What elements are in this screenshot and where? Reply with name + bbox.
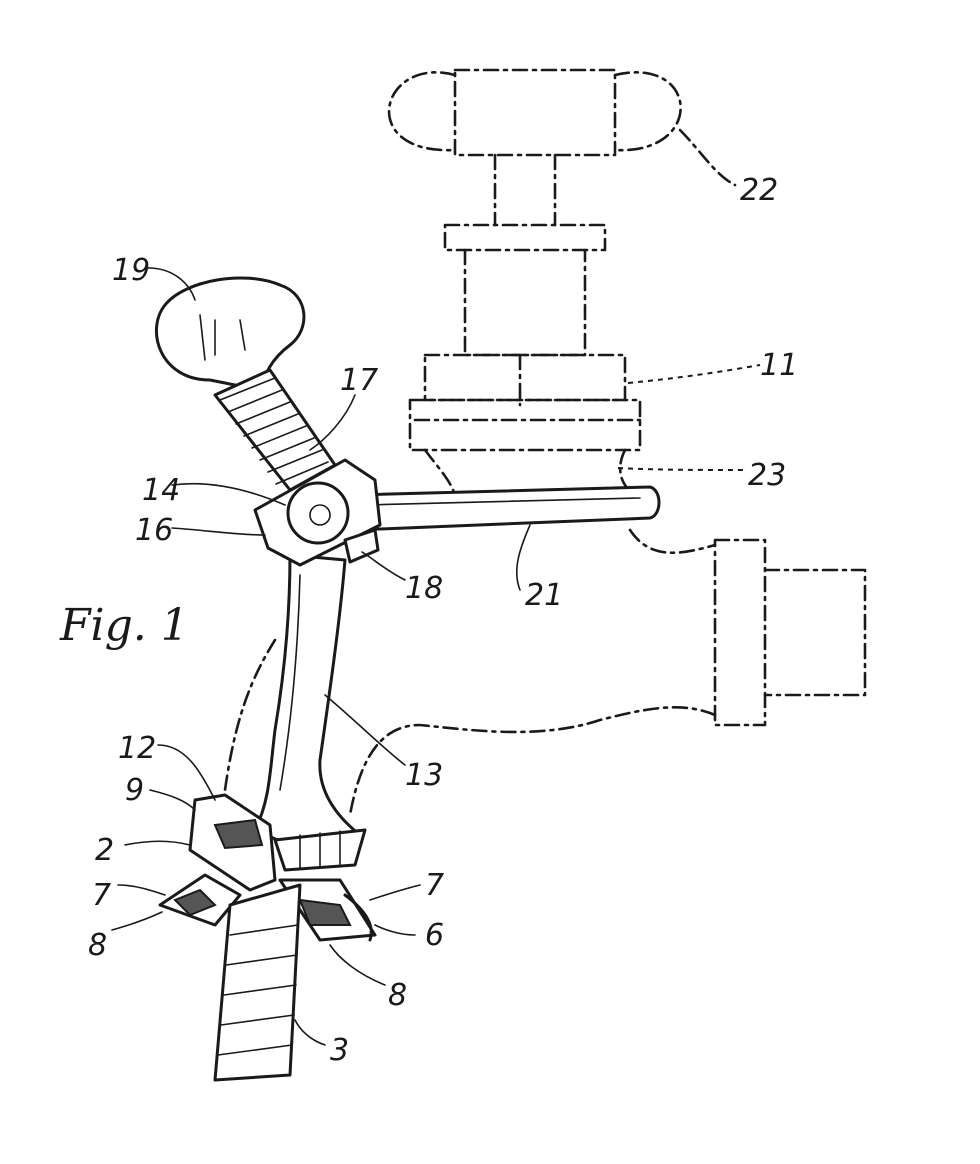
label-7-right: 7: [425, 868, 444, 903]
figure-title: Fig. 1: [59, 600, 189, 651]
label-8-right: 8: [388, 978, 407, 1013]
clamp-arm-13: [253, 553, 362, 852]
label-14: 14: [142, 473, 180, 508]
label-6: 6: [425, 918, 444, 953]
label-2: 2: [95, 833, 114, 868]
label-7-left: 7: [92, 878, 111, 913]
label-11: 11: [760, 348, 798, 383]
label-13: 13: [405, 758, 443, 793]
threaded-screw-17: [213, 368, 337, 492]
label-21: 21: [525, 578, 563, 613]
leader-lines: [111, 267, 531, 1046]
lever-21: [353, 485, 661, 532]
label-19: 19: [112, 253, 150, 288]
label-23: 23: [748, 458, 786, 493]
pivot-block-16: [253, 458, 382, 567]
label-17: 17: [340, 363, 378, 398]
tapered-screw-3: [213, 883, 302, 1082]
label-18: 18: [405, 571, 443, 606]
label-12: 12: [118, 731, 156, 766]
jaw-teeth: [158, 873, 377, 942]
thumbscrew-19: [155, 276, 306, 392]
label-9: 9: [125, 773, 144, 808]
label-8-left: 8: [88, 928, 107, 963]
faucet-phantom-outline: [223, 68, 867, 817]
label-3: 3: [330, 1033, 349, 1068]
label-22: 22: [740, 173, 778, 208]
clamp-head: [188, 793, 367, 892]
label-16: 16: [135, 513, 173, 548]
